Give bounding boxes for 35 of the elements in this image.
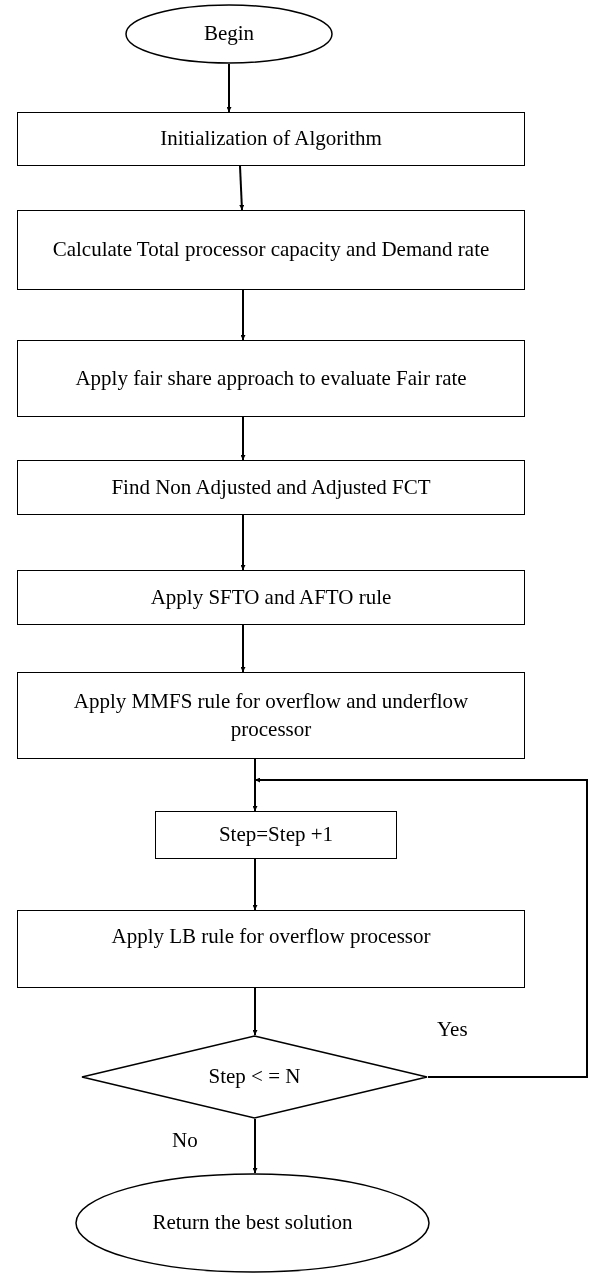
arrow: [240, 289, 246, 341]
process-box: [17, 340, 525, 417]
node-text: Step=Step +1: [218, 821, 334, 849]
decision-diamond: [81, 1035, 428, 1119]
terminal-ellipse: [75, 1173, 430, 1273]
node-text: Apply SFTO and AFTO rule: [150, 583, 392, 611]
arrow: [252, 987, 258, 1036]
process-box: [17, 910, 525, 988]
arrow: [240, 514, 246, 571]
node-text: Begin: [203, 20, 255, 48]
arrow: [226, 63, 232, 113]
node-text: Initialization of Algorithm: [160, 125, 382, 153]
node-text: Return the best solution: [152, 1209, 353, 1237]
process-box: [17, 210, 525, 290]
arrow: [239, 165, 245, 211]
arrow: [252, 858, 258, 911]
process-box: [17, 112, 525, 166]
edge-label: No: [172, 1128, 198, 1154]
node-text: Apply fair share approach to evaluate Fair rate: [75, 364, 467, 392]
node-text: Apply MMFS rule for overflow and underflow processor: [72, 688, 470, 743]
process-box: [17, 672, 525, 759]
arrow: [240, 624, 246, 673]
process-box: [17, 570, 525, 625]
node-text: Calculate Total processor capacity and Demand rate: [52, 236, 490, 264]
edge-label: Yes: [437, 1017, 468, 1043]
node-text: Step < = N: [208, 1063, 301, 1091]
node-text: Apply LB rule for overflow processor: [111, 923, 431, 950]
arrow: [252, 1118, 258, 1174]
process-box: [155, 811, 397, 859]
arrow: [254, 777, 588, 1078]
terminal-ellipse: [125, 4, 333, 64]
arrow: [252, 758, 258, 812]
node-text: Find Non Adjusted and Adjusted FCT: [111, 473, 431, 501]
process-box: [17, 460, 525, 515]
arrow: [240, 416, 246, 461]
